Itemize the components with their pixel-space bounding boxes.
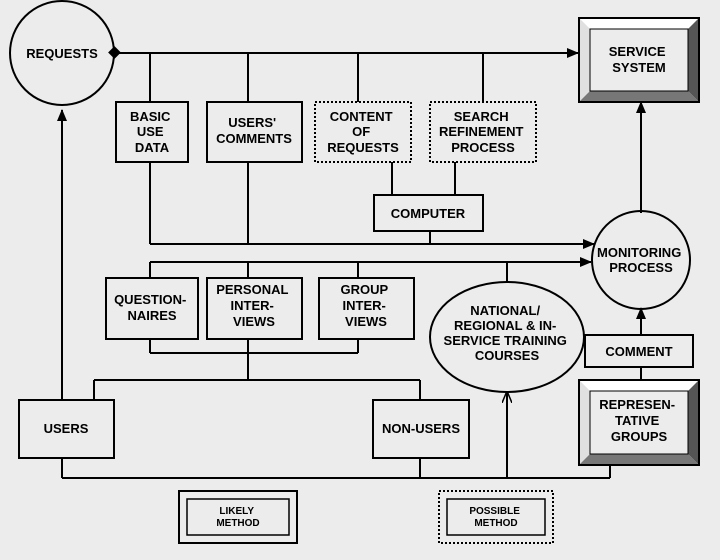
monitoring-process-circle [591,210,691,310]
basic-use-data-label: BASIC USE DATA [130,109,174,155]
users-node: USERS [18,399,115,459]
users-comments-label: USERS' COMMENTS [216,115,292,146]
users-comments-box [206,101,303,163]
basic-use-data-node: BASIC USE DATA [115,101,189,163]
bevel-bottom [580,454,698,464]
bevel-bottom [580,91,698,101]
non-users-box [372,399,470,459]
legend-likely-method: LIKELY METHOD [178,490,298,544]
representative-groups-face [589,390,689,455]
comment-node: COMMENT [584,334,694,368]
legend-likely-outer [178,490,298,544]
connectors [57,48,646,479]
legend-possible-method: POSSIBLE METHOD [438,490,554,544]
non-users-node: NON-USERS [372,399,470,459]
bevel-right [688,19,698,101]
content-of-requests-node: CONTENT OF REQUESTS [314,101,412,163]
content-of-requests-box [314,101,412,163]
computer-node: COMPUTER [373,194,484,232]
basic-use-data-box [115,101,189,163]
monitoring-process-label: MONITORING PROCESS [597,245,685,275]
search-refinement-box [429,101,537,163]
service-system-node: SERVICE SYSTEM [578,17,700,103]
personal-interviews-node: PERSONAL INTER- VIEWS [206,277,303,340]
content-of-requests-label: CONTENT OF REQUESTS [327,109,399,155]
service-system-face [589,28,689,92]
legend-likely-inner [186,498,290,536]
service-system-label: SERVICE SYSTEM [609,44,669,75]
training-courses-label: NATIONAL/ REGIONAL & IN- SERVICE TRAININ… [444,303,571,363]
computer-box [373,194,484,232]
legend-possible-label: POSSIBLE METHOD [469,506,522,529]
legend-possible-inner [446,498,546,536]
group-interviews-label: GROUP INTER- VIEWS [340,282,391,329]
bevel-top [580,19,698,29]
personal-interviews-label: PERSONAL INTER- VIEWS [216,282,292,329]
computer-label: COMPUTER [391,206,466,221]
search-refinement-label: SEARCH REFINEMENT PROCESS [439,109,527,155]
monitoring-process-node: MONITORING PROCESS [591,210,691,310]
bevel-top [580,381,698,391]
group-interviews-box [318,277,415,340]
bevel-right [688,381,698,464]
legend-possible-outer [438,490,554,544]
legend-likely-label: LIKELY METHOD [216,506,259,529]
questionnaires-box [105,277,199,340]
comment-box [584,334,694,368]
users-comments-node: USERS' COMMENTS [206,101,303,163]
requests-node: REQUESTS [9,0,121,106]
personal-interviews-box [206,277,303,340]
group-interviews-node: GROUP INTER- VIEWS [318,277,415,340]
bevel-left [580,19,590,101]
training-courses-node: NATIONAL/ REGIONAL & IN- SERVICE TRAININ… [429,281,585,393]
bevel-left [580,381,590,464]
search-refinement-node: SEARCH REFINEMENT PROCESS [429,101,537,163]
users-box [18,399,115,459]
representative-groups-node: REPRESEN- TATIVE GROUPS [578,379,700,466]
questionnaires-label: QUESTION- NAIRES [114,292,190,323]
users-label: USERS [44,421,89,436]
junction-diamond [108,46,121,59]
representative-groups-label: REPRESEN- TATIVE GROUPS [599,397,678,444]
comment-label: COMMENT [605,344,672,359]
non-users-label: NON-USERS [382,421,460,436]
questionnaires-node: QUESTION- NAIRES [105,277,199,340]
requests-label: REQUESTS [26,46,98,61]
